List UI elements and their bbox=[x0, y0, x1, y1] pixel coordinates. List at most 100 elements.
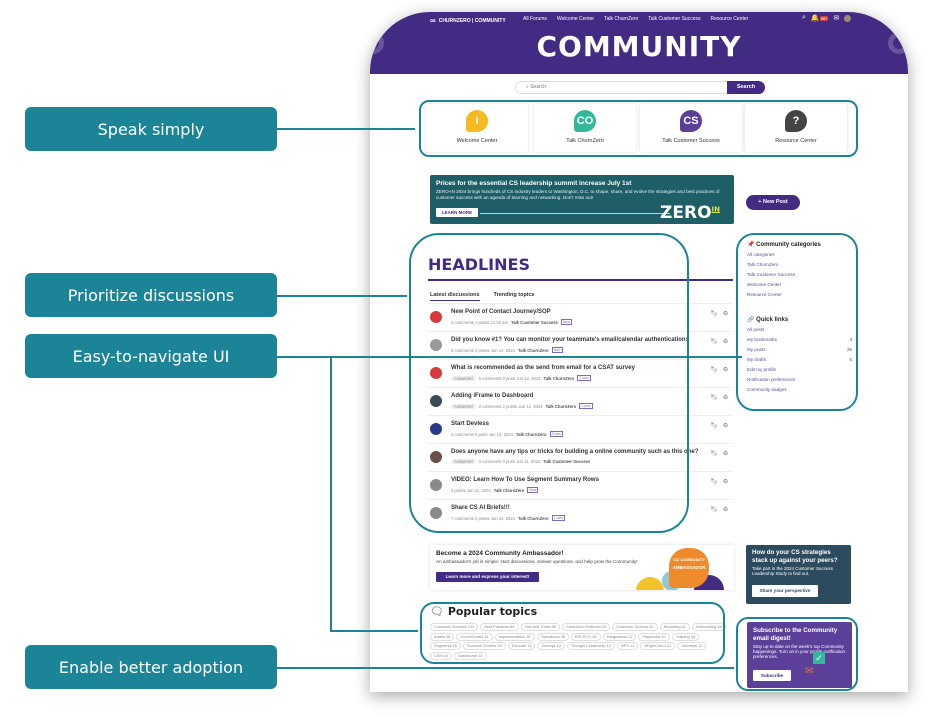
post-forum[interactable]: Talk ChurnZero bbox=[518, 347, 549, 353]
ambassador-interest-button[interactable]: Learn more and express your interest! bbox=[436, 572, 539, 582]
topic-tag[interactable]: Segments 16 bbox=[430, 642, 461, 650]
post-item[interactable]: VIDEO: Learn How To Use Segment Summary … bbox=[428, 471, 733, 499]
search-button[interactable]: Search bbox=[727, 81, 765, 94]
topic-tag[interactable]: Training 18 bbox=[671, 632, 700, 641]
subscribe-button[interactable]: Subscribe bbox=[753, 670, 791, 681]
post-item[interactable]: New Point of Contact Journey/SOP 4 comme… bbox=[428, 303, 733, 331]
sidebar-category-link[interactable]: Resource Center bbox=[747, 292, 782, 297]
sidebar-category-link[interactable]: Talk ChurnZero bbox=[747, 262, 779, 267]
new-post-button[interactable]: + New Post bbox=[746, 195, 800, 210]
nav-talk-customer-success[interactable]: Talk Customer Success bbox=[648, 16, 701, 22]
quick-link[interactable]: All posts bbox=[747, 327, 765, 332]
post-title[interactable]: Start Devless bbox=[451, 421, 490, 427]
mute-icon[interactable]: ⊖ bbox=[722, 311, 728, 317]
sidebar-category-link[interactable]: All categories bbox=[747, 252, 775, 257]
bookmark-icon[interactable]: 🔖︎ bbox=[710, 451, 718, 457]
mute-icon[interactable]: ⊖ bbox=[722, 479, 728, 485]
post-title[interactable]: Adding iFrame to Dashboard bbox=[451, 393, 534, 399]
topic-tag[interactable]: Thought Leadership 12 bbox=[566, 642, 615, 650]
avatar[interactable] bbox=[844, 14, 852, 22]
post-title[interactable]: Does anyone have any tips or tricks for … bbox=[451, 449, 699, 455]
topic-tag[interactable]: NPS 12 bbox=[616, 642, 639, 650]
topic-tag[interactable]: Educate 13 bbox=[507, 642, 536, 650]
topic-tag[interactable]: Customer Success 123 bbox=[430, 623, 479, 631]
tab-latest-discussions[interactable]: Latest discussions bbox=[430, 292, 480, 301]
topic-tag[interactable]: Admin 36 bbox=[430, 632, 455, 641]
tab-trending-topics[interactable]: Trending topics bbox=[493, 292, 535, 298]
topic-tag[interactable]: ChurnZero Features 53 bbox=[561, 623, 611, 631]
quick-link[interactable]: Edit my profile bbox=[747, 367, 777, 372]
post-title[interactable]: Did you know #1? You can monitor your te… bbox=[451, 337, 689, 343]
notifications-icon[interactable]: 🔔99+ bbox=[810, 15, 829, 22]
bookmark-icon[interactable]: 🔖︎ bbox=[710, 395, 718, 401]
search-input[interactable]: ⌕ Search Search bbox=[515, 81, 765, 94]
post-item[interactable]: Does anyone have any tips or tricks for … bbox=[428, 443, 733, 471]
bookmark-icon[interactable]: 🔖︎ bbox=[710, 339, 718, 345]
highlight-sidebar bbox=[736, 233, 858, 411]
quick-link[interactable]: Notification preferences bbox=[747, 377, 796, 382]
topic-tag[interactable]: BIG RYG 26 bbox=[571, 632, 601, 641]
mute-icon[interactable]: ⊖ bbox=[722, 339, 728, 345]
post-title[interactable]: VIDEO: Learn How To Use Segment Summary … bbox=[451, 477, 599, 483]
post-forum[interactable]: Talk Customer Success bbox=[543, 459, 591, 464]
share-perspective-button[interactable]: Share your perspective bbox=[752, 585, 818, 597]
mute-icon[interactable]: ⊖ bbox=[722, 507, 728, 513]
topic-tag[interactable]: Playbooks 20 bbox=[638, 632, 670, 641]
post-item[interactable]: Did you know #1? You can monitor your te… bbox=[428, 331, 733, 359]
topic-tag[interactable]: Success Centers 15 bbox=[462, 642, 506, 650]
topic-tag[interactable]: Onboarding 38 bbox=[691, 623, 726, 631]
nav-all-forums[interactable]: All Forums bbox=[523, 16, 547, 22]
post-forum[interactable]: Talk Customer Success bbox=[510, 319, 558, 325]
category-talk-customer-success[interactable]: CS Talk Customer Success bbox=[640, 104, 742, 152]
mail-icon[interactable]: ✉ bbox=[833, 15, 840, 22]
topic-tag[interactable]: Surveys 13 bbox=[537, 642, 565, 650]
category-resource-center[interactable]: ? Resource Center bbox=[745, 104, 847, 152]
nav-talk-churnzero[interactable]: Talk ChurnZero bbox=[604, 16, 639, 22]
mute-icon[interactable]: ⊖ bbox=[722, 395, 728, 401]
bookmark-icon[interactable]: 🔖︎ bbox=[710, 311, 718, 317]
post-forum[interactable]: Talk ChurnZero bbox=[493, 487, 525, 493]
category-talk-churnzero[interactable]: CO Talk ChurnZero bbox=[534, 104, 636, 152]
topic-tag[interactable]: Operations 26 bbox=[536, 632, 570, 641]
nav-welcome-center[interactable]: Welcome Center bbox=[556, 16, 595, 22]
topic-tag[interactable]: Customer Journey 42 bbox=[612, 623, 658, 631]
post-forum[interactable]: Talk ChurnZero bbox=[518, 515, 549, 521]
topic-tag[interactable]: Best Practices 86 bbox=[480, 623, 519, 631]
bookmark-icon[interactable]: 🔖︎ bbox=[710, 507, 718, 513]
post-forum[interactable]: Talk ChurnZero bbox=[515, 431, 547, 437]
bookmark-icon[interactable]: 🔖︎ bbox=[710, 423, 718, 429]
topic-tag[interactable]: Dashboard 10 bbox=[454, 651, 487, 660]
topic-tag[interactable]: Implementation 30 bbox=[494, 632, 535, 641]
post-forum[interactable]: Talk ChurnZero bbox=[545, 403, 577, 409]
quick-link[interactable]: Community badges bbox=[747, 387, 787, 392]
topic-tag[interactable]: Journeys 12 bbox=[677, 642, 707, 650]
topic-tag[interactable]: Reporting 41 bbox=[659, 623, 690, 631]
sidebar-category-link[interactable]: Talk Customer Success bbox=[747, 272, 795, 277]
sidebar-category-link[interactable]: Welcome Center bbox=[747, 282, 782, 287]
learn-more-button[interactable]: LEARN MORE bbox=[436, 208, 478, 217]
search-icon[interactable]: ⌕ bbox=[802, 14, 806, 21]
mute-icon[interactable]: ⊖ bbox=[722, 451, 728, 457]
topic-tag[interactable]: ChurnScores 31 bbox=[456, 632, 493, 641]
mute-icon[interactable]: ⊖ bbox=[722, 367, 728, 373]
post-title[interactable]: New Point of Contact Journey/SOP bbox=[451, 309, 551, 315]
post-title[interactable]: What is recommended as the send from ema… bbox=[451, 365, 635, 371]
category-welcome-center[interactable]: i Welcome Center bbox=[426, 104, 528, 152]
nav-resource-center[interactable]: Resource Center bbox=[710, 16, 749, 22]
bookmark-icon[interactable]: 🔖︎ bbox=[710, 479, 718, 485]
mute-icon[interactable]: ⊖ bbox=[722, 423, 728, 429]
post-forum[interactable]: Talk ChurnZero bbox=[543, 375, 575, 381]
topic-tag[interactable]: #FightChurn 12 bbox=[640, 642, 676, 650]
post-item[interactable]: Start Devless 4 comments 0 point Jun 12,… bbox=[428, 415, 733, 443]
post-item[interactable]: What is recommended as the send from ema… bbox=[428, 359, 733, 387]
bookmark-icon[interactable]: 🔖︎ bbox=[710, 367, 718, 373]
logo[interactable]: ∞CHURNZERO | COMMUNITY bbox=[430, 16, 506, 25]
post-title[interactable]: Share CS AI Briefs!!! bbox=[451, 505, 510, 511]
topic-tag[interactable]: Tips and Tricks 66 bbox=[520, 623, 560, 631]
topic-tag[interactable]: Integrations 21 bbox=[602, 632, 637, 641]
